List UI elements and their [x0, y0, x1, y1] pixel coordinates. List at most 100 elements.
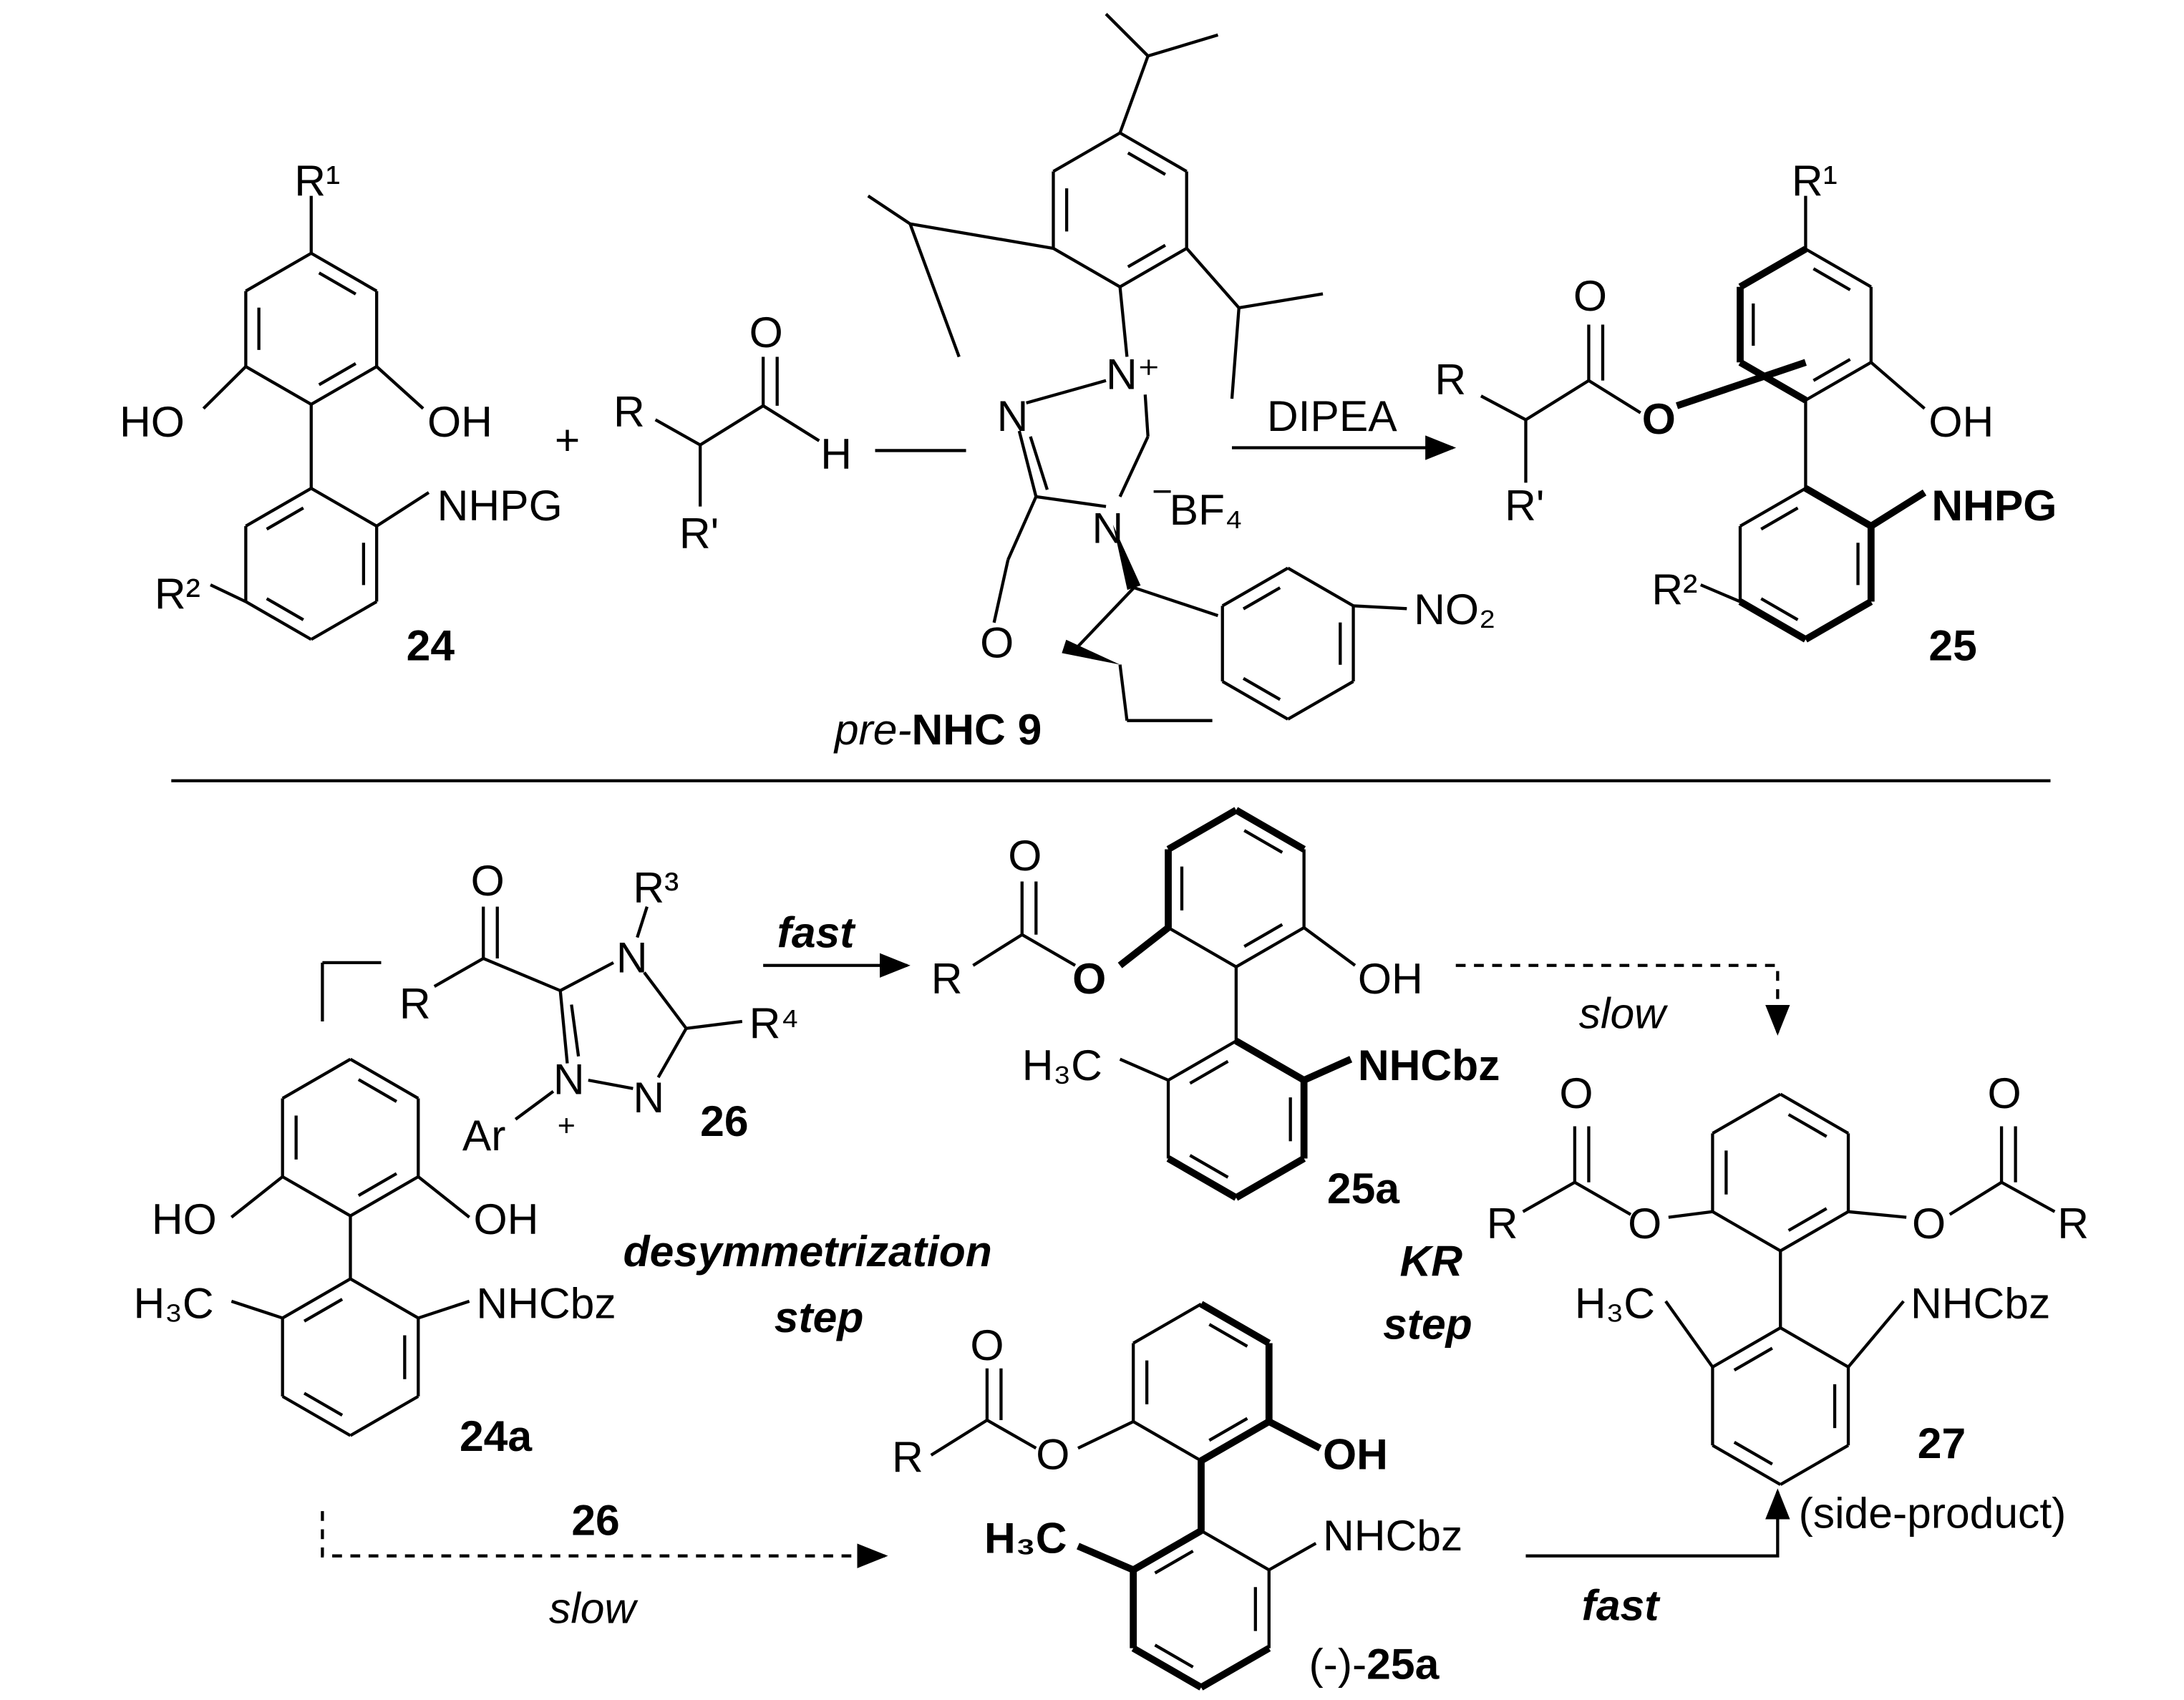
ring-bond: [1221, 680, 1289, 721]
bond-lines: [171, 13, 2056, 1691]
bond: [1118, 664, 1129, 721]
rprime-label: R': [1505, 481, 1544, 530]
double-bond: [1760, 597, 1799, 621]
compound-number: 24a: [460, 1412, 533, 1460]
bond: [1948, 1180, 2003, 1216]
double-bond: [1154, 1550, 1194, 1575]
rprime-label: R': [679, 509, 719, 558]
ring-bond: [1712, 1444, 1782, 1486]
double-bond: [266, 506, 304, 531]
oh-label: OH: [474, 1195, 539, 1243]
double-bond: [1812, 358, 1851, 382]
bond: [1480, 394, 1527, 422]
ring-bond: [245, 365, 312, 406]
fast-label: fast: [777, 908, 857, 956]
ring-bond: [1234, 1038, 1306, 1084]
wedge-bond: [1112, 525, 1141, 591]
plus-sign: +: [555, 415, 580, 464]
double-bond: [357, 1078, 398, 1103]
bond: [643, 971, 688, 1030]
slow-label: slow: [549, 1583, 638, 1632]
ring-bond: [1234, 1155, 1306, 1201]
bond: [1185, 247, 1241, 309]
bond: [986, 1419, 1037, 1450]
ring-bond: [1119, 131, 1188, 173]
bond: [1147, 33, 1219, 58]
ring-bond: [1780, 1444, 1850, 1486]
no2-label: NO₂: [1414, 585, 1495, 633]
pre-nhc-9: N N⁺ N O NO₂ ‾BF₄ pre-NHC 9: [833, 349, 1496, 754]
o-label: O: [1642, 394, 1676, 443]
ring-bond: [1780, 1210, 1850, 1253]
r-label: R: [613, 387, 645, 436]
nhpg-label: NHPG: [437, 481, 563, 530]
ring-bond: [349, 1394, 419, 1437]
bond: [1143, 394, 1150, 437]
compound-24a: HO OH H₃C NHCbz 24a: [134, 1195, 616, 1460]
slow-label: slow: [1579, 989, 1668, 1038]
ho-label: HO: [152, 1195, 217, 1243]
ring-bond: [1234, 807, 1306, 853]
bond: [417, 1175, 470, 1219]
r-label: R: [892, 1432, 923, 1481]
ring-bond: [1712, 1092, 1782, 1135]
step-label: step: [775, 1293, 864, 1341]
bond: [972, 933, 1023, 967]
svg-text:(-)-25a: (-)-25a: [1309, 1640, 1440, 1689]
o-label: O: [1559, 1069, 1593, 1117]
compound-27: O O R R O O H₃C NHCbz 27 (side-product): [1487, 1069, 2089, 1537]
bond: [1353, 604, 1407, 611]
bond: [1105, 13, 1150, 57]
nhcbz-label: NHCbz: [1323, 1511, 1462, 1560]
bond: [699, 404, 765, 447]
nhpg-label: NHPG: [1931, 481, 2057, 530]
o-label: O: [1072, 954, 1106, 1003]
compound-25a: O R O OH H₃C NHCbz 25a: [931, 831, 1500, 1213]
r3-label: R³: [633, 863, 679, 912]
step-label: step: [1383, 1300, 1472, 1349]
ring-bond: [1739, 487, 1807, 528]
compound-number: 25a: [1367, 1640, 1440, 1689]
bond: [433, 957, 485, 988]
bond: [636, 906, 649, 938]
bond: [1303, 926, 1356, 967]
double-bond: [318, 362, 356, 387]
ring-bond: [1287, 680, 1354, 721]
plus-charge: +: [558, 1109, 576, 1143]
h3c-label: H₃C: [134, 1278, 214, 1327]
ring-bond: [1221, 566, 1289, 608]
double-bond: [1242, 676, 1281, 701]
bond: [1302, 1056, 1353, 1084]
double-bond: [303, 1391, 344, 1417]
double-bond: [1154, 1643, 1194, 1669]
ring-bond: [349, 1277, 419, 1320]
bond: [558, 990, 569, 1064]
bond: [2001, 1180, 2056, 1213]
bond: [202, 365, 247, 410]
r2-label: R²: [155, 569, 200, 618]
compound-number: 25: [1928, 621, 1976, 670]
ring-bond: [1167, 926, 1237, 968]
bond: [1588, 379, 1641, 414]
bond: [514, 1089, 555, 1121]
bond: [570, 1004, 581, 1057]
bond: [908, 223, 961, 358]
dipea-label: DIPEA: [1267, 392, 1397, 440]
bond: [1268, 1542, 1317, 1572]
bond: [654, 418, 702, 447]
double-bond: [1733, 1346, 1773, 1372]
r-label: R: [1487, 1199, 1518, 1248]
ring-bond: [1738, 598, 1807, 643]
r4-label: R⁴: [749, 999, 800, 1047]
oh-label: OH: [1358, 954, 1423, 1003]
compound-number: 25a: [1327, 1164, 1400, 1213]
bond: [910, 222, 1054, 251]
slow-dashed-arrow: [1455, 963, 1790, 1036]
double-bond: [1760, 506, 1799, 531]
o-label: O: [471, 856, 505, 905]
bond: [1117, 925, 1171, 968]
ring-bond: [310, 251, 378, 293]
bond: [1077, 586, 1135, 648]
ring-bond: [1166, 807, 1238, 853]
bond: [1848, 1210, 1907, 1219]
